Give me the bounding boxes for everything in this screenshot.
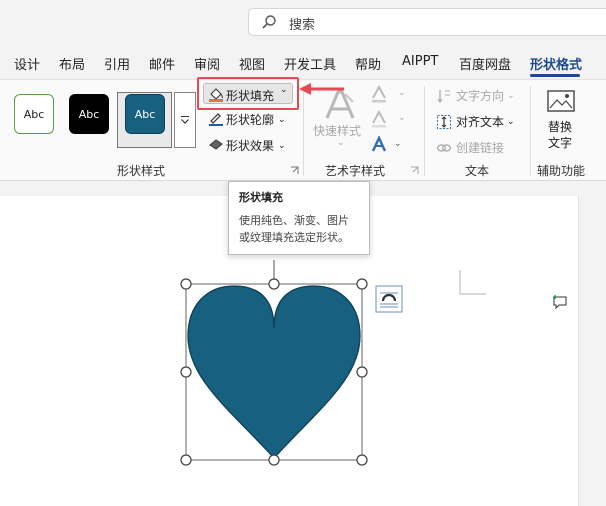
tab-design[interactable]: 设计 <box>14 58 41 73</box>
chevron-down-icon: ⌄ <box>398 113 406 123</box>
shape-effects-label: 形状效果 <box>226 139 275 153</box>
text-effects-button[interactable] <box>370 135 388 154</box>
tab-aippt[interactable]: AIPPT <box>402 54 439 69</box>
heart-shape-selection[interactable] <box>178 238 374 468</box>
tab-references[interactable]: 引用 <box>104 58 131 73</box>
tab-shape-format[interactable]: 形状格式 <box>530 58 583 73</box>
text-direction-label: 文字方向 <box>456 89 505 103</box>
text-direction-button[interactable]: 文字方向 ⌄ <box>436 87 515 104</box>
create-link-label: 创建链接 <box>456 141 505 155</box>
tooltip-line-1: 使用纯色、渐变、图片 <box>239 214 349 227</box>
quick-styles-label: 快速样式 <box>313 124 362 138</box>
paint-bucket-icon <box>209 88 223 102</box>
chevron-down-icon: ⌄ <box>398 88 406 98</box>
shape-fill-highlight-box <box>197 77 299 110</box>
tab-developer[interactable]: 开发工具 <box>284 58 337 73</box>
alt-text-label-line1: 替换 <box>548 120 573 134</box>
tab-layout[interactable]: 布局 <box>59 58 86 73</box>
swatch-label: Abc <box>23 107 45 121</box>
search-placeholder: 搜索 <box>289 18 316 33</box>
search-icon <box>262 15 276 29</box>
alt-text-button[interactable]: 替换 文字 <box>543 88 579 154</box>
tab-view[interactable]: 视图 <box>239 58 266 73</box>
chevron-down-icon: ⌄ <box>280 85 288 95</box>
chevron-down-icon: ⌄ <box>507 90 515 101</box>
ribbon: Abc Abc Abc 形状轮廓 ⌄ 形状效果 ⌄ 形状样式 快速样式 <box>0 79 606 181</box>
comment-icon[interactable] <box>552 294 568 310</box>
dialog-launcher-icon[interactable] <box>410 166 419 175</box>
pen-outline-icon <box>208 110 224 126</box>
margin-corner-mark <box>459 270 486 295</box>
tooltip-line-2: 或纹理填充选定形状。 <box>239 231 349 244</box>
text-outline-button[interactable] <box>370 109 388 128</box>
title-bar: 搜索 <box>0 0 606 46</box>
more-styles-button[interactable] <box>174 92 196 148</box>
align-text-button[interactable]: 对齐文本 ⌄ <box>436 113 515 130</box>
layout-options-icon[interactable] <box>375 285 403 313</box>
tab-review[interactable]: 审阅 <box>194 58 221 73</box>
text-outline-icon <box>372 109 386 128</box>
heart-shape <box>187 285 361 459</box>
accessibility-group-label: 辅助功能 <box>537 164 586 178</box>
chevron-down-icon: ⌄ <box>278 140 286 151</box>
divider <box>303 86 304 176</box>
divider <box>530 86 531 176</box>
chevron-down-icon: ⌄ <box>337 138 345 148</box>
shape-outline-label: 形状轮廓 <box>226 113 275 127</box>
tab-help[interactable]: 帮助 <box>355 58 382 73</box>
swatch-label: Abc <box>134 107 156 121</box>
wordart-styles-group-label: 艺术字样式 <box>325 164 386 178</box>
document-scroll-area[interactable] <box>578 196 606 506</box>
text-effects-icon <box>371 135 387 152</box>
text-direction-icon <box>436 88 452 104</box>
chevron-down-icon: ⌄ <box>278 114 286 125</box>
shape-style-swatch-3[interactable]: Abc <box>125 94 165 134</box>
wordart-quick-style-icon <box>325 90 355 119</box>
shape-fill-label: 形状填充 <box>226 89 275 103</box>
dialog-launcher-icon[interactable] <box>290 166 299 175</box>
divider <box>424 86 425 176</box>
alt-text-label-line2: 文字 <box>548 136 573 150</box>
tab-baidu-netdisk[interactable]: 百度网盘 <box>459 58 512 73</box>
active-tab-indicator <box>530 74 580 77</box>
search-input[interactable]: 搜索 <box>248 8 606 36</box>
ribbon-tabs: 设计 布局 引用 邮件 审阅 视图 开发工具 帮助 AIPPT 百度网盘 形状格… <box>0 50 606 78</box>
shape-outline-button[interactable]: 形状轮廓 ⌄ <box>209 111 286 128</box>
text-fill-icon <box>372 84 386 103</box>
chevron-down-icon <box>181 116 189 124</box>
text-fill-button[interactable] <box>370 84 388 103</box>
swatch-label: Abc <box>78 107 100 121</box>
tab-mailings[interactable]: 邮件 <box>149 58 176 73</box>
create-link-button[interactable]: 创建链接 <box>436 139 504 156</box>
tooltip-title: 形状填充 <box>239 191 283 204</box>
chevron-down-icon: ⌄ <box>507 116 515 127</box>
shape-effects-button[interactable]: 形状效果 ⌄ <box>209 137 286 154</box>
shape-fill-tooltip: 形状填充 使用纯色、渐变、图片 或纹理填充选定形状。 <box>228 181 370 255</box>
link-icon <box>436 140 452 156</box>
chevron-down-icon: ⌄ <box>394 139 402 149</box>
annotation-arrow <box>299 83 344 95</box>
shape-style-swatch-2[interactable]: Abc <box>69 94 109 134</box>
align-text-icon <box>436 114 452 130</box>
shape-effects-icon <box>208 136 224 152</box>
shape-styles-group-label: 形状样式 <box>117 164 166 178</box>
shape-style-swatch-1[interactable]: Abc <box>14 94 54 134</box>
text-group-label: 文本 <box>465 164 490 178</box>
shape-fill-button[interactable]: 形状填充 ⌄ <box>203 83 293 104</box>
align-text-label: 对齐文本 <box>456 115 505 129</box>
alt-text-icon <box>547 90 575 112</box>
